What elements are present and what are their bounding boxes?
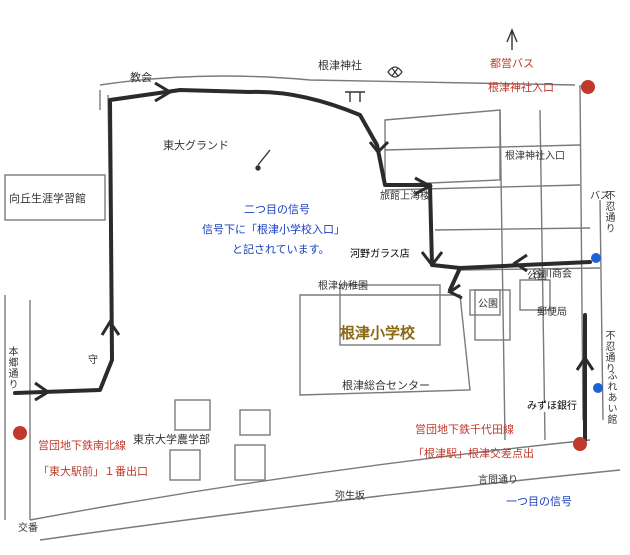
annotation-toei-bus-line2: 根津神社入口	[488, 81, 554, 94]
place-nezu-center: 根津総合センター	[342, 379, 430, 392]
baseball-bat-icon	[255, 149, 271, 171]
place-park: 公園	[527, 271, 547, 282]
map-streets	[4, 75, 621, 541]
place-park: 公園	[478, 299, 498, 310]
place-kawano-glass: 河野ガラス店	[348, 249, 412, 260]
place-post-office: 郵便局	[537, 307, 567, 318]
place-nezu-shrine-entrance: 根津神社入口	[505, 151, 565, 162]
route-arrows	[34, 81, 595, 402]
place-nezu-kindergarten: 根津幼稚園	[318, 281, 368, 292]
place-fushinobu-street: 不忍通り	[603, 330, 614, 374]
place-kototoi-street: 言問通り	[478, 475, 518, 486]
place-fushinobu-street: 不忍通り	[603, 190, 614, 234]
station-marker-namboku	[13, 426, 27, 440]
bus-stop-marker	[581, 80, 595, 94]
place-kojo-hall: 向丘生涯学習館	[7, 192, 88, 205]
place-fureai-hall: ふれあい館	[605, 370, 616, 425]
place-mamoru: 守	[88, 355, 98, 366]
annotation-signal2-line2: 信号下に「根津小学校入口」	[202, 223, 345, 236]
place-yayoi-zaka: 弥生坂	[335, 491, 365, 502]
annotation-namboku-line1: 営団地下鉄南北線	[38, 439, 126, 452]
torii-icon	[345, 91, 365, 102]
compass-north-icon	[506, 28, 518, 50]
place-nezu-shrine: 根津神社	[318, 59, 362, 72]
place-bus: バス	[590, 191, 610, 202]
station-marker-chiyoda	[573, 437, 587, 451]
annotation-namboku-line2: 「東大駅前」１番出口	[38, 465, 148, 478]
annotation-chiyoda-line1: 営団地下鉄千代田線	[415, 423, 514, 436]
place-todai-agri: 東京大学農学部	[133, 433, 210, 446]
walking-route	[13, 88, 592, 442]
place-mizuho-bank: みずほ銀行	[525, 401, 579, 412]
annotation-signal1: 一つ目の信号	[506, 495, 572, 508]
annotation-chiyoda-line2: 「根津駅」根津交差点出	[413, 447, 534, 460]
place-ryokan: 旅館上海楼	[380, 191, 430, 202]
signal-marker	[593, 383, 603, 393]
place-koban: 交番	[18, 523, 38, 534]
annotation-signal2-line3: と記されています。	[232, 243, 330, 256]
place-taniyama-shokai: 谷川商会	[532, 269, 572, 280]
annotation-toei-bus-line1: 都営バス	[490, 57, 534, 70]
signal-marker	[591, 253, 601, 263]
place-hongo-street: 本郷通り	[6, 346, 17, 390]
place-church: 教会	[130, 71, 152, 84]
annotation-signal2-line1: 二つ目の信号	[244, 203, 310, 216]
shrine-icon	[387, 66, 403, 78]
place-todai-ground: 東大グランド	[163, 139, 229, 152]
place-nezu-school: 根津小学校	[340, 324, 416, 342]
